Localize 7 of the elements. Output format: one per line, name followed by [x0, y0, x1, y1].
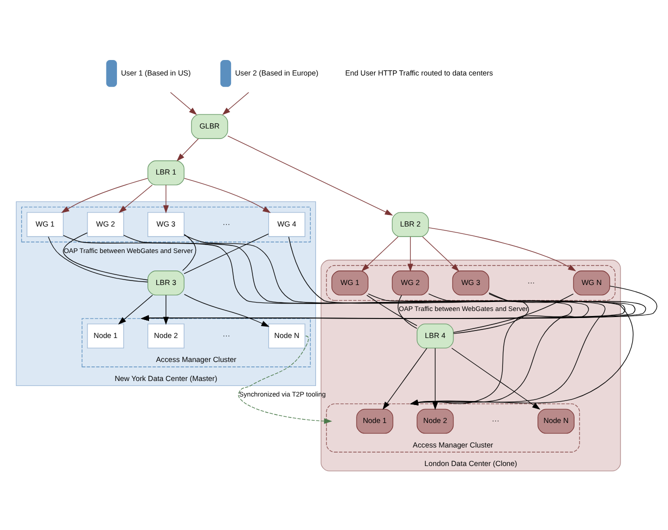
label: ··· [222, 218, 230, 228]
label: ··· [492, 416, 500, 425]
label: End User HTTP Traffic routed to data centers [345, 68, 493, 77]
node-label: User 2 (Based in Europe) [235, 68, 318, 77]
label: ··· [222, 330, 230, 340]
label: ··· [528, 277, 535, 286]
node-label: User 1 (Based in US) [120, 68, 191, 77]
